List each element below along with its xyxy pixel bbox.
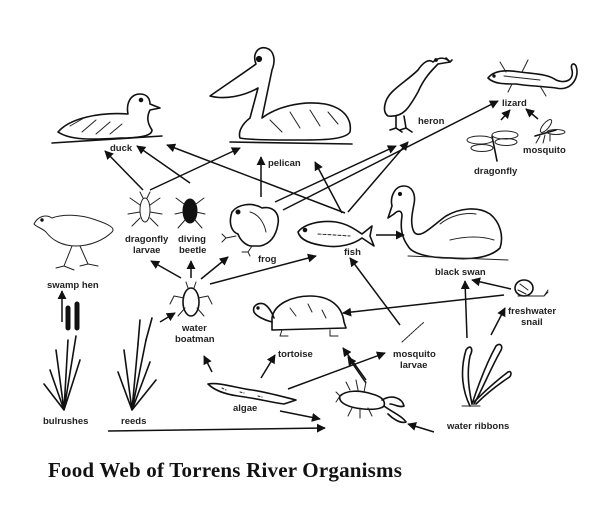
- arrow-water-ribbons-to-black-swan: [460, 280, 470, 339]
- arrows: [57, 100, 539, 433]
- fish-icon: [297, 220, 375, 248]
- arrow-mosquito-to-lizard: [525, 108, 539, 120]
- dragonfly-icon: [466, 130, 519, 162]
- label-black-swan: black swan: [435, 267, 486, 278]
- arrow-water-boatman-to-dragonfly-larvae: [150, 260, 182, 279]
- arrow-diving-beetle-to-duck: [136, 145, 191, 184]
- arrow-dragonfly-to-lizard: [500, 109, 511, 121]
- label-algae: algae: [233, 403, 257, 414]
- arrow-freshwater-snail-to-black-swan: [471, 277, 512, 290]
- label-swamp-hen: swamp hen: [47, 280, 99, 291]
- bulrushes-icon: [43, 301, 81, 411]
- label-water-boatman-line1: water: [181, 323, 207, 334]
- arrow-algae-to-water-boatman: [203, 355, 213, 373]
- arrow-algae-to-yabby: [279, 410, 321, 422]
- label-bulrushes: bulrushes: [43, 416, 88, 427]
- mosquito-icon: [534, 119, 566, 144]
- lizard-icon: [487, 59, 578, 97]
- arrow-water-boatman-to-fish: [209, 253, 317, 285]
- arrow-fish-to-duck: [166, 143, 346, 214]
- reeds-icon: [117, 317, 157, 411]
- arrow-water-boatman-to-frog: [200, 256, 229, 280]
- pelican-icon: [209, 46, 353, 145]
- arrow-yabby-to-tortoise: [342, 347, 367, 381]
- arrow-water-ribbons-to-yabby: [407, 422, 435, 433]
- arrow-reeds-to-water-boatman: [159, 312, 176, 323]
- water-ribbons-icon: [461, 343, 512, 407]
- labels: duck pelican heron lizard mosquito drago…: [43, 98, 566, 432]
- arrow-algae-to-tortoise: [260, 354, 276, 379]
- label-duck: duck: [110, 143, 133, 154]
- label-water-ribbons: water ribbons: [446, 421, 509, 432]
- dragonfly-larvae-icon: [127, 191, 163, 227]
- water-boatman-icon: [169, 281, 213, 317]
- label-dragonfly: dragonfly: [474, 166, 518, 177]
- label-tortoise: tortoise: [278, 349, 313, 360]
- duck-icon: [51, 93, 163, 144]
- arrow-yabby-to-fish: [347, 356, 367, 384]
- label-diving-beetle-line2: beetle: [179, 245, 206, 256]
- arrow-mosquito-larvae-to-fish: [349, 257, 401, 326]
- arrow-reeds-to-yabby: [107, 423, 326, 433]
- arrow-frog-to-lizard: [282, 100, 499, 211]
- label-heron: heron: [418, 116, 445, 127]
- mosquito-larvae-icon: [401, 321, 425, 343]
- black-swan-icon: [387, 185, 509, 261]
- arrow-frog-to-heron: [274, 145, 397, 203]
- arrow-dragonfly-larvae-to-duck: [104, 150, 144, 191]
- tortoise-icon: [252, 295, 347, 337]
- label-frog: frog: [258, 254, 277, 265]
- swamp-hen-icon: [33, 214, 114, 271]
- arrow-fish-to-heron: [347, 141, 409, 213]
- yabby-icon: [335, 379, 407, 424]
- arrow-dragonfly-larvae-to-pelican: [149, 147, 241, 191]
- label-freshwater-snail-line2: snail: [521, 317, 543, 328]
- label-mosquito-larvae-line1: mosquito: [393, 349, 436, 360]
- label-dragonfly-larvae-line2: larvae: [133, 245, 160, 256]
- diving-beetle-icon: [174, 197, 206, 229]
- label-pelican: pelican: [268, 158, 301, 169]
- label-freshwater-snail-line1: freshwater: [508, 306, 556, 317]
- label-mosquito: mosquito: [523, 145, 566, 156]
- label-fish: fish: [344, 247, 361, 258]
- arrow-water-ribbons-to-freshwater-snail: [490, 307, 506, 336]
- freshwater-snail-icon: [514, 279, 549, 297]
- heron-icon: [383, 57, 453, 133]
- label-lizard: lizard: [502, 98, 527, 109]
- label-dragonfly-larvae-line1: dragonfly: [125, 234, 169, 245]
- label-diving-beetle-line1: diving: [178, 234, 206, 245]
- diagram-title: Food Web of Torrens River Organisms: [48, 458, 403, 482]
- label-mosquito-larvae-line2: larvae: [400, 360, 427, 371]
- frog-icon: [221, 203, 280, 257]
- arrow-freshwater-snail-to-tortoise: [342, 294, 505, 317]
- label-water-boatman-line2: boatman: [175, 334, 215, 345]
- label-reeds: reeds: [121, 416, 146, 427]
- algae-icon: [207, 382, 297, 405]
- arrow-algae-to-mosquito-larvae: [287, 351, 386, 390]
